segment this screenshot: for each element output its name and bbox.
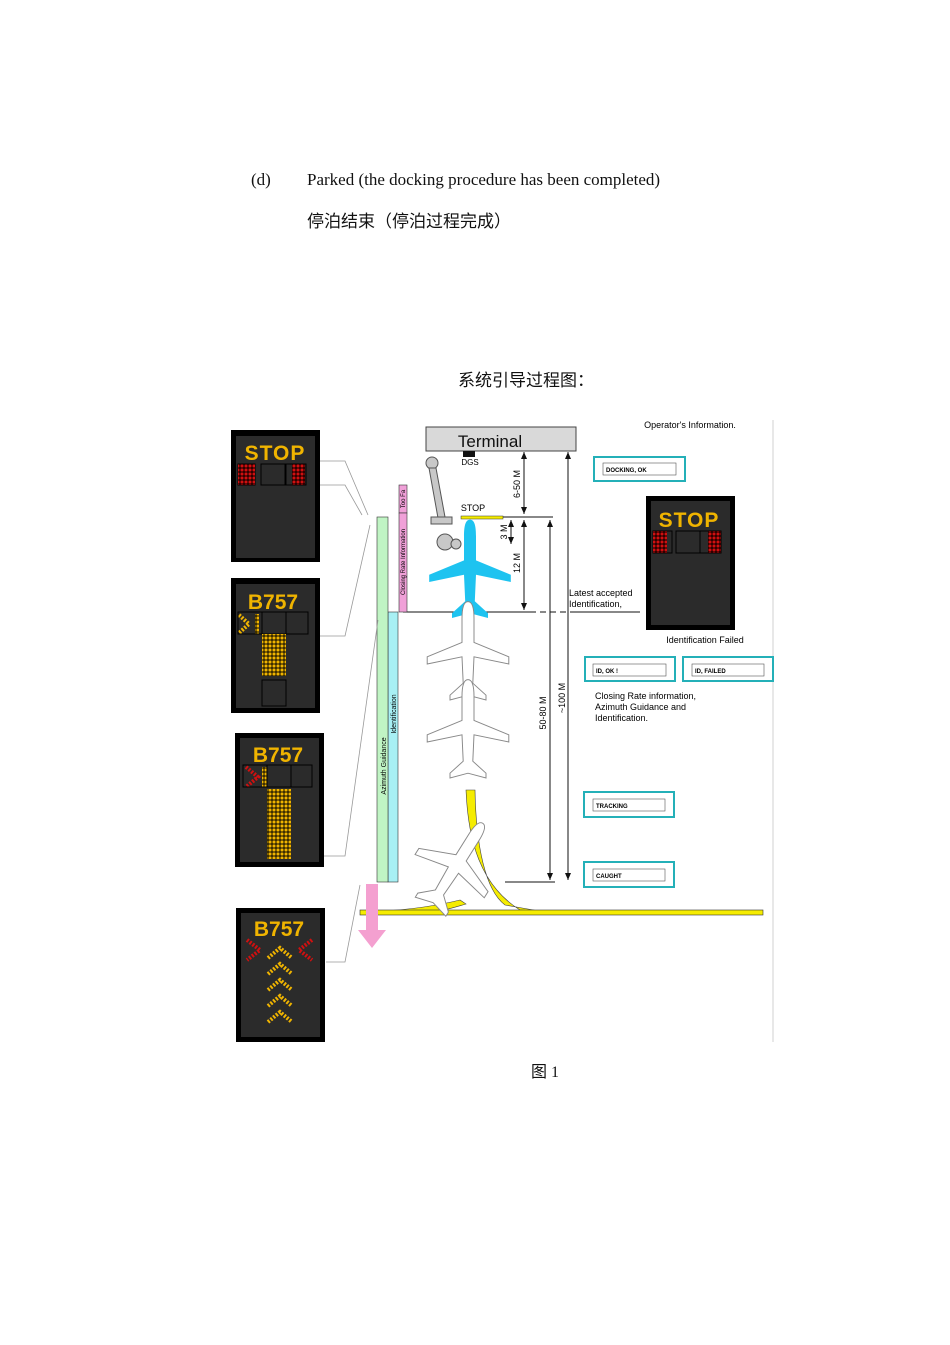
- status-id-failed: ID, FAILED: [682, 656, 774, 682]
- closing-rate-bar: [398, 512, 408, 613]
- dim-12-label: 12 M: [512, 553, 522, 573]
- closing-rate-line1: Closing Rate information,: [595, 691, 696, 701]
- display-b757-text-3: B757: [254, 918, 304, 941]
- identification-bar-label: Identification: [391, 694, 398, 733]
- display-stop-text: STOP: [245, 442, 306, 465]
- approaching-aircraft-2: [426, 678, 510, 779]
- azimuth-guidance-bar-label: Azimuth Guidance: [381, 737, 388, 794]
- status-id-ok: ID, OK !: [584, 656, 676, 682]
- azimuth-guidance-bar: [376, 516, 389, 883]
- display-b757-approach: B757: [231, 578, 320, 713]
- status-docking-ok: DOCKING, OK: [593, 456, 686, 482]
- svg-text:ID, FAILED: ID, FAILED: [695, 669, 726, 675]
- display-b757-distance: B757: [235, 733, 324, 867]
- operator-display-stop-text: STOP: [659, 509, 720, 532]
- terminal-label: Terminal: [458, 432, 522, 451]
- closing-rate-bar-label: Closing Rate Information: [401, 529, 407, 595]
- display-b757-text-2: B757: [253, 744, 303, 767]
- svg-text:ID, OK !: ID, OK !: [596, 669, 618, 675]
- dim-3-label: 3 M: [499, 524, 509, 539]
- svg-text:CAUGHT: CAUGHT: [596, 874, 622, 880]
- terminal-building: [425, 426, 577, 452]
- stop-line: [460, 515, 504, 520]
- item-text-chinese: 停泊结束（停泊过程完成）: [307, 212, 511, 231]
- operator-display-stop: STOP: [646, 496, 735, 630]
- operator-info-label: Operator's Information.: [644, 420, 736, 430]
- figure-heading: 系统引导过程图：: [458, 371, 594, 390]
- status-caught: CAUGHT: [583, 861, 675, 888]
- dgs-label: DGS: [461, 458, 478, 467]
- exit-arrow-icon: [358, 884, 386, 948]
- display-stop: STOP: [231, 430, 320, 562]
- stop-line-label: STOP: [461, 503, 485, 513]
- dimension-lines: [403, 452, 640, 883]
- dim-50-80-label: 50-80 M: [538, 696, 548, 729]
- dim-100-label: ~100 M: [557, 683, 567, 713]
- dimension-arrowheads: [508, 452, 571, 880]
- latest-accepted-line2: Identification,: [569, 599, 622, 609]
- svg-text:DOCKING, OK: DOCKING, OK: [606, 468, 647, 474]
- dim-6-50-label: 6-50 M: [512, 470, 522, 498]
- identification-bar: [387, 611, 399, 883]
- status-tracking: TRACKING: [583, 791, 675, 818]
- leader-lines: [320, 460, 379, 963]
- figure-caption: 图 1: [531, 1064, 560, 1081]
- too-far-bar-label: Too Fa: [401, 489, 407, 508]
- item-marker: (d): [251, 170, 271, 189]
- display-b757-chevrons: B757: [236, 908, 325, 1042]
- closing-rate-line2: Azimuth Guidance and: [595, 702, 686, 712]
- closing-rate-line3: Identification.: [595, 713, 648, 723]
- svg-text:TRACKING: TRACKING: [596, 804, 628, 810]
- dgs-unit: [463, 451, 475, 457]
- latest-accepted-line1: Latest accepted: [569, 588, 633, 598]
- identification-failed-label: Identification Failed: [666, 635, 744, 645]
- item-text-english: Parked (the docking procedure has been c…: [307, 170, 661, 189]
- jet-bridge: [425, 456, 462, 551]
- display-b757-text-1: B757: [248, 591, 298, 614]
